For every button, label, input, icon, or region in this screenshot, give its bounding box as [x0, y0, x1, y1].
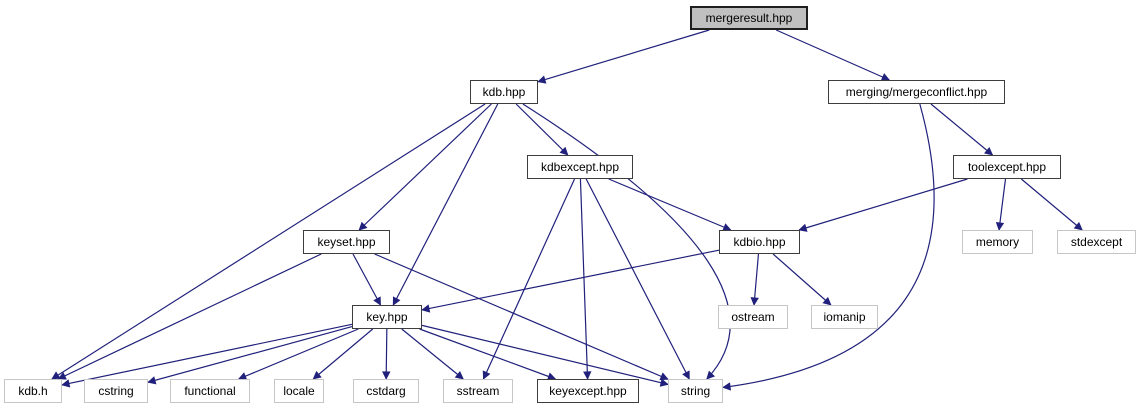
edge-kdb_hpp-to-kdbexcept: [515, 103, 569, 156]
edge-toolexcept-to-kdbio: [798, 178, 968, 232]
graph-node-stdexcept: stdexcept: [1057, 230, 1136, 254]
edge-kdb_hpp-to-key_hpp: [392, 103, 499, 306]
graph-node-iomanip: iomanip: [811, 305, 878, 329]
edge-key_hpp-to-functional: [237, 328, 359, 380]
edge-keyset-to-key_hpp: [352, 253, 382, 306]
edge-kdbexcept-to-string: [585, 178, 690, 380]
edge-key_hpp-to-sstream: [401, 328, 464, 380]
graph-node-keyexcept[interactable]: keyexcept.hpp: [537, 379, 639, 403]
edge-kdbexcept-to-sstream: [482, 178, 576, 380]
graph-node-ostream: ostream: [718, 305, 788, 329]
edge-mergeresult-to-kdb_hpp: [537, 29, 710, 84]
edge-key_hpp-to-locale: [312, 328, 374, 380]
edge-kdb_hpp-to-kdb_h: [51, 103, 486, 380]
graph-node-toolexcept[interactable]: toolexcept.hpp: [953, 155, 1061, 179]
edge-mergeconflict-to-toolexcept: [930, 103, 994, 156]
graph-node-mergeconflict[interactable]: merging/mergeconflict.hpp: [828, 80, 1005, 104]
edge-kdb_hpp-to-keyset: [358, 103, 492, 231]
graph-node-kdb_hpp[interactable]: kdb.hpp: [470, 80, 538, 104]
edge-key_hpp-to-keyexcept: [419, 328, 557, 381]
edge-toolexcept-to-memory: [995, 178, 1007, 231]
edge-keyset-to-kdb_h: [57, 253, 322, 380]
graph-node-key_hpp[interactable]: key.hpp: [352, 305, 422, 329]
graph-node-kdbio[interactable]: kdbio.hpp: [719, 230, 800, 254]
edge-key_hpp-to-string: [421, 324, 669, 387]
graph-node-functional: functional: [170, 379, 250, 403]
edge-kdb_hpp-to-string: [522, 103, 731, 380]
edge-mergeresult-to-mergeconflict: [775, 29, 891, 81]
edge-key_hpp-to-cstring: [147, 325, 353, 385]
graph-node-keyset[interactable]: keyset.hpp: [303, 230, 390, 254]
graph-node-kdbexcept[interactable]: kdbexcept.hpp: [527, 155, 633, 179]
edge-kdbio-to-ostream: [750, 253, 760, 306]
graph-node-cstring: cstring: [84, 379, 148, 403]
edge-kdbexcept-to-keyexcept: [579, 178, 592, 380]
graph-node-sstream: sstream: [443, 379, 513, 403]
graph-node-string: string: [668, 379, 723, 403]
graph-node-cstdarg: cstdarg: [353, 379, 419, 403]
edge-kdbexcept-to-kdbio: [608, 178, 732, 231]
graph-node-memory: memory: [962, 230, 1033, 254]
graph-node-kdb_h: kdb.h: [4, 379, 62, 403]
graph-node-mergeresult: mergeresult.hpp: [690, 6, 808, 30]
edge-toolexcept-to-stdexcept: [1020, 178, 1083, 231]
edge-kdbio-to-iomanip: [772, 253, 832, 306]
edge-key_hpp-to-kdb_h: [61, 323, 353, 388]
graph-node-locale: locale: [274, 379, 324, 403]
edge-kdbio-to-key_hpp: [421, 249, 720, 313]
edge-key_hpp-to-cstdarg: [382, 328, 391, 380]
